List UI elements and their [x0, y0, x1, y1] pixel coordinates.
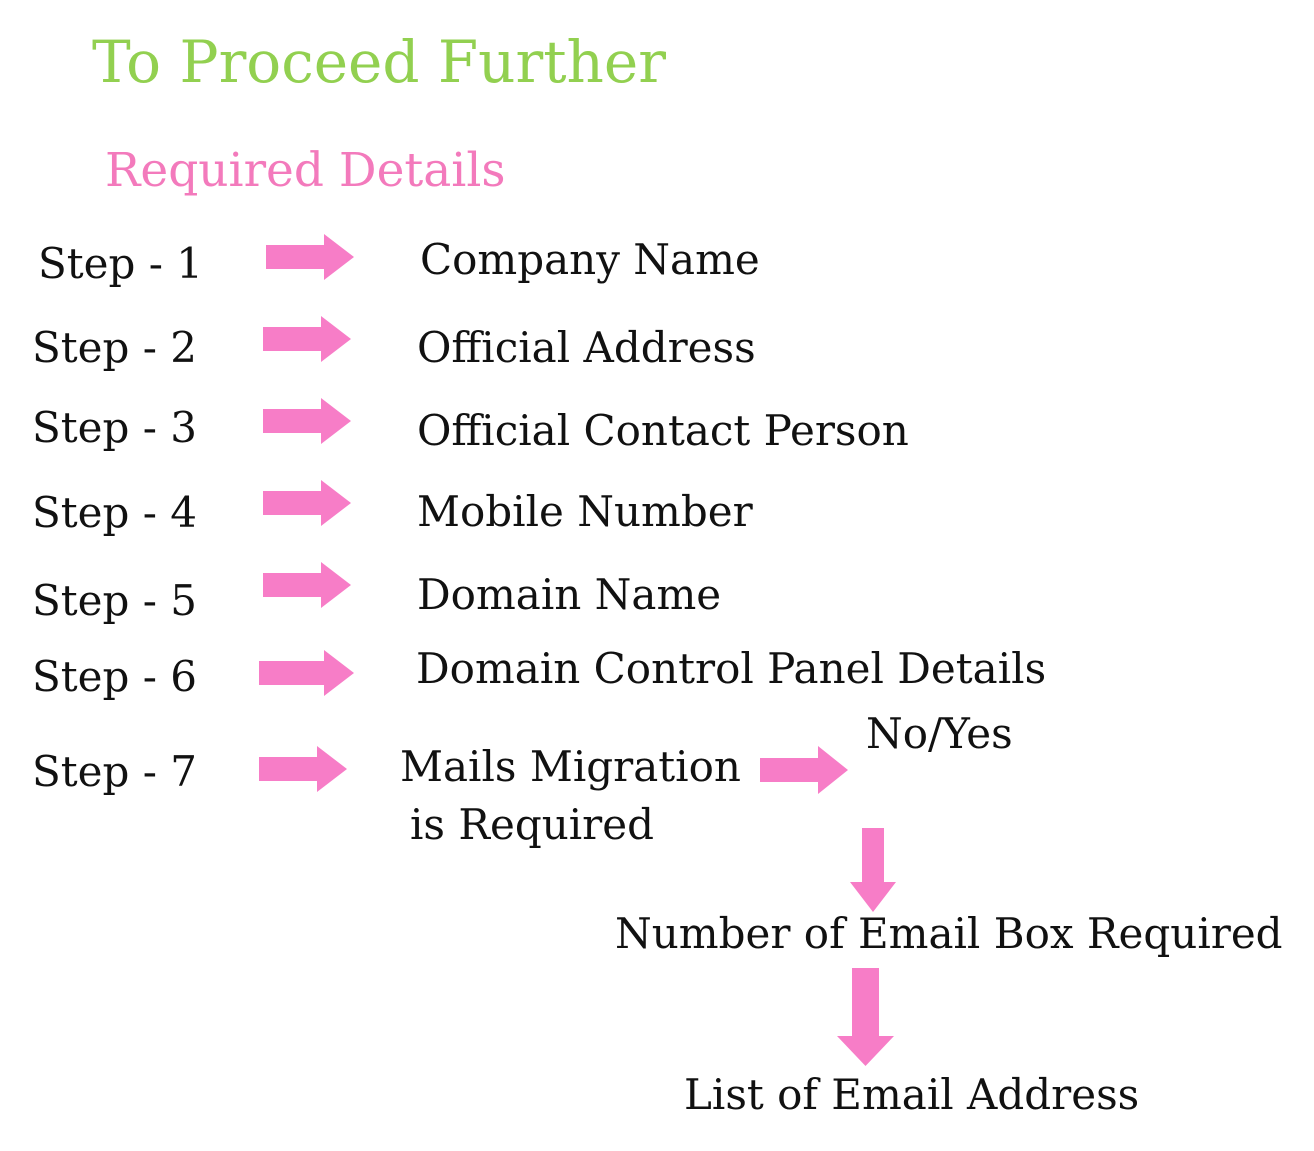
step-7-detail-line1: Mails Migration [400, 742, 741, 791]
step-4-label: Step - 4 [32, 488, 198, 537]
step-5-detail: Domain Name [417, 570, 722, 619]
email-address-list-label: List of Email Address [684, 1070, 1140, 1119]
down-arrow-icon [837, 968, 894, 1066]
right-arrow-icon [259, 746, 347, 792]
step-4-detail: Mobile Number [417, 487, 753, 536]
step-6-detail: Domain Control Panel Details [416, 644, 1047, 693]
migration-choice: No/Yes [866, 709, 1013, 758]
right-arrow-icon [263, 398, 351, 444]
step-3-label: Step - 3 [32, 403, 198, 452]
right-arrow-icon [263, 480, 351, 526]
step-2-detail: Official Address [417, 323, 756, 372]
down-arrow-icon [850, 828, 896, 912]
page-title: To Proceed Further [92, 28, 666, 96]
right-arrow-icon [263, 316, 351, 362]
right-arrow-icon [760, 746, 848, 794]
step-1-detail: Company Name [420, 235, 760, 284]
right-arrow-icon [263, 562, 351, 608]
right-arrow-icon [259, 650, 354, 696]
section-subtitle: Required Details [105, 143, 506, 198]
right-arrow-icon [266, 234, 354, 280]
email-box-count-label: Number of Email Box Required [615, 909, 1283, 958]
step-5-label: Step - 5 [32, 576, 198, 625]
step-2-label: Step - 2 [32, 323, 198, 372]
step-3-detail: Official Contact Person [417, 406, 909, 455]
step-6-label: Step - 6 [32, 652, 198, 701]
step-1-label: Step - 1 [38, 239, 204, 288]
step-7-detail-line2: is Required [410, 800, 655, 849]
step-7-label: Step - 7 [32, 747, 198, 796]
